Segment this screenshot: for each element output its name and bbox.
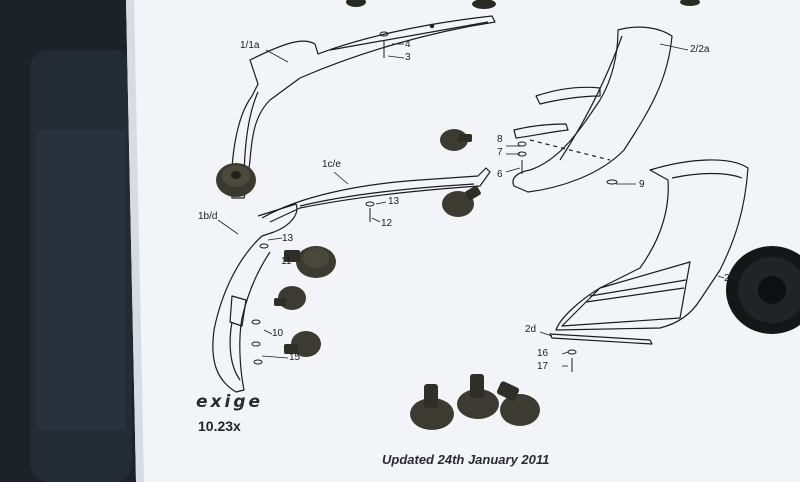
callout-1c-e: 1c/e xyxy=(322,159,341,170)
wing-strut-lower xyxy=(513,123,569,139)
exige-brand-logo: exige xyxy=(196,392,264,412)
callout-7: 7 xyxy=(497,147,503,158)
bolt-1 xyxy=(440,129,472,151)
part-2b-wing-drawing xyxy=(555,159,749,331)
part-2b-line-b xyxy=(585,287,685,303)
bolt-7 xyxy=(457,374,499,419)
callout-1-1a: 1/1a xyxy=(240,40,260,51)
part-2-2a-drawing xyxy=(512,26,673,193)
bolt-5 xyxy=(284,331,321,357)
part-1-1a-drawing xyxy=(230,15,496,199)
callout-4: 4 xyxy=(405,39,411,50)
bolt-4 xyxy=(274,286,306,310)
diagram-fastener-glyphs xyxy=(251,31,618,372)
bolt-2 xyxy=(442,185,481,217)
top-edge-bolts xyxy=(346,0,700,9)
part-2b-panel xyxy=(561,261,691,327)
updated-date-footer: Updated 24th January 2011 xyxy=(382,452,550,467)
hardware-on-paper xyxy=(216,0,800,430)
part-2b-stripe xyxy=(671,172,743,179)
callout-2-2a: 2/2a xyxy=(690,44,710,55)
callout-16: 16 xyxy=(537,348,549,359)
flanged-nut-1 xyxy=(216,163,256,197)
wing-dashed-guide xyxy=(529,139,611,161)
paper-shadow-edge xyxy=(126,0,144,482)
part-1-mount-hole xyxy=(429,23,435,29)
large-knurled-nut xyxy=(726,246,800,334)
bolt-3 xyxy=(284,246,336,278)
part-2b-line-a xyxy=(589,279,687,297)
wing-strut-upper xyxy=(535,86,601,105)
parts-diagram-paper xyxy=(126,0,800,482)
callout-3: 3 xyxy=(405,52,411,63)
part-2d-bar xyxy=(549,333,653,345)
callout-2b: 2b xyxy=(724,273,736,284)
callout-9: 9 xyxy=(639,179,645,190)
callout-11: 11 xyxy=(281,256,292,267)
callout-17: 17 xyxy=(537,361,549,372)
callout-15: 15 xyxy=(289,352,301,363)
bolt-6 xyxy=(410,384,454,430)
bolt-8 xyxy=(496,381,540,426)
part-1b-endplate-slot xyxy=(229,321,241,381)
callout-2d: 2d xyxy=(525,324,537,335)
line-drawing xyxy=(212,15,749,393)
callout-6: 6 xyxy=(497,169,503,180)
callout-13-upper: 13 xyxy=(388,196,400,207)
part-1-arm-slot xyxy=(329,21,489,51)
callout-13-lower: 13 xyxy=(282,233,294,244)
part-1c-inner xyxy=(299,183,475,207)
window-reflection xyxy=(36,130,126,430)
callout-12: 12 xyxy=(381,218,393,229)
callout-8: 8 xyxy=(497,134,503,145)
part-1c-e-drawing xyxy=(261,167,491,223)
callout-leader-lines xyxy=(217,43,725,367)
model-code: 10.23x xyxy=(198,418,241,434)
callout-1b-d: 1b/d xyxy=(198,211,218,222)
part-1b-d-drawing xyxy=(212,203,298,393)
part-2-top-edge xyxy=(559,35,623,161)
part-1b-foot xyxy=(229,295,247,327)
callout-10: 10 xyxy=(272,328,284,339)
